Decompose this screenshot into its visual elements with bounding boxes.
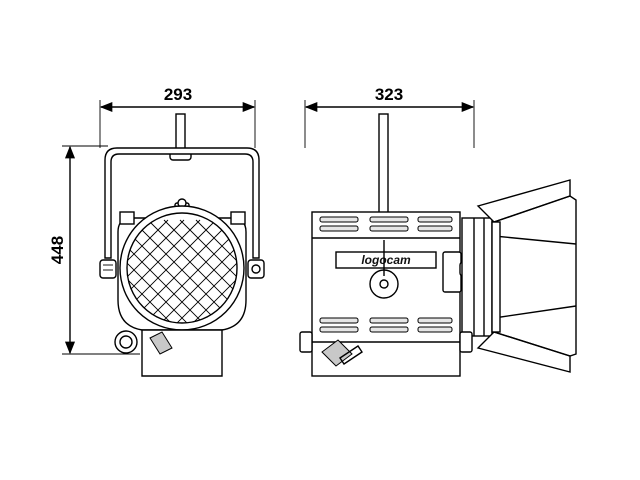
side-focus-bracket — [442, 251, 462, 293]
side-width-label: 323 — [375, 85, 403, 104]
front-view — [99, 113, 265, 377]
side-foot-left — [299, 331, 313, 353]
barndoor-leaf-line-2 — [493, 305, 577, 319]
side-width-dimension: 323 — [304, 85, 475, 148]
side-power-connector — [321, 339, 353, 367]
front-left-ear — [119, 211, 135, 225]
side-lens-barrel — [461, 217, 493, 337]
side-foot-right — [459, 331, 473, 353]
front-lens-outer-ring — [119, 205, 245, 331]
front-right-ear — [230, 211, 246, 225]
height-label: 448 — [48, 236, 67, 264]
side-view: logocam — [299, 113, 577, 377]
side-lower-vents — [319, 317, 453, 333]
height-dimension: 448 — [48, 145, 140, 355]
barndoor-ring — [491, 221, 501, 333]
front-lens-inner-ring — [126, 212, 238, 324]
brand-logo-text: logocam — [361, 253, 411, 267]
front-cable-gland — [149, 331, 173, 355]
front-yoke — [104, 147, 260, 259]
front-tilt-lock-knob[interactable] — [114, 330, 138, 354]
front-left-knob[interactable] — [99, 259, 117, 279]
barndoor-side-leaf — [493, 195, 577, 357]
barndoor-leaf-line-1 — [493, 235, 577, 245]
brand-plate — [335, 251, 437, 269]
front-width-dimension: 293 — [99, 85, 256, 148]
front-width-label: 293 — [164, 85, 192, 104]
side-upper-vents — [319, 216, 453, 232]
